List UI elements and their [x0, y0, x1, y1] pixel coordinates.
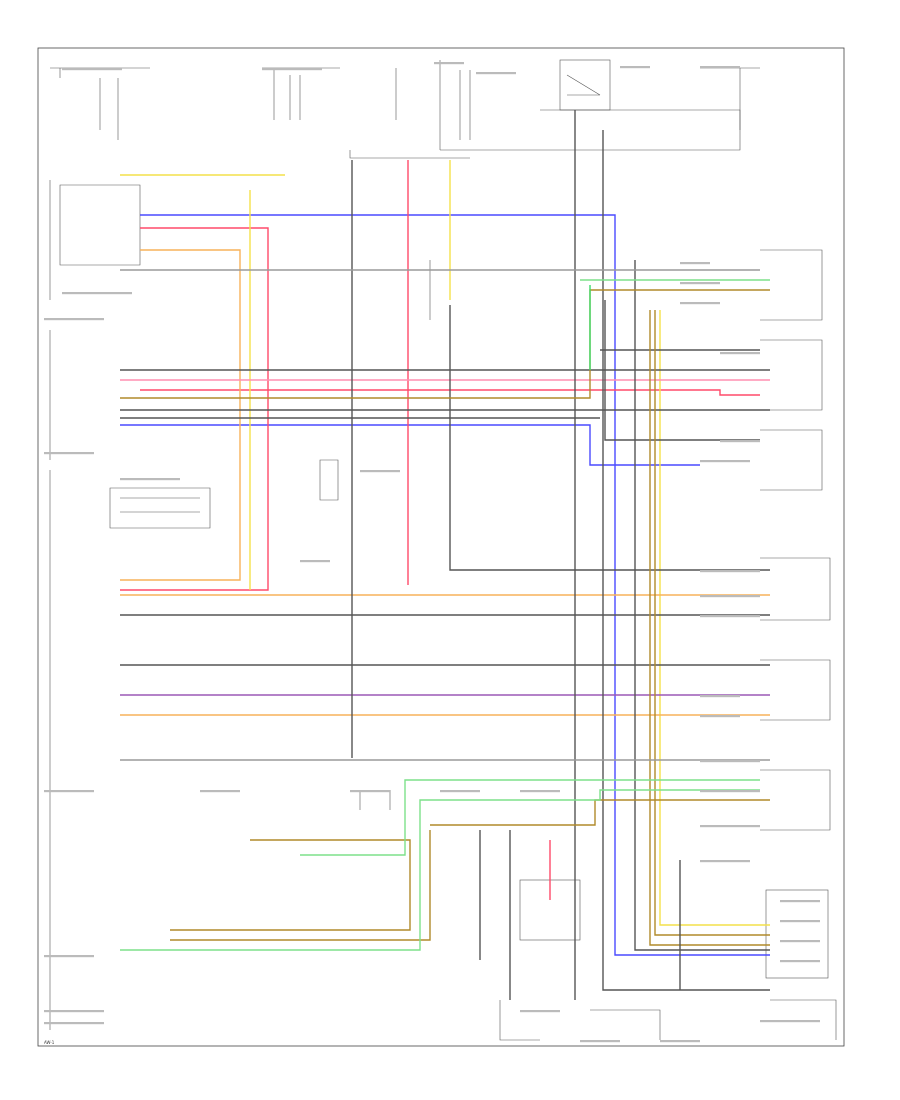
footer-code: AW-1 [44, 1040, 55, 1045]
label-placeholder-25 [700, 825, 760, 828]
label-placeholder-4 [620, 66, 650, 69]
label-placeholder-17 [700, 460, 750, 463]
label-placeholder-15 [720, 352, 760, 355]
label-placeholder-22 [700, 715, 740, 718]
label-placeholder-12 [680, 262, 710, 265]
label-placeholder-19 [700, 595, 760, 598]
wire-blk_wht-20 [602, 130, 770, 991]
wire-brown-28 [170, 830, 431, 941]
wire-yellow-7 [659, 310, 770, 926]
label-placeholder-36 [350, 790, 390, 793]
label-placeholder-28 [780, 920, 820, 923]
label-placeholder-35 [200, 790, 240, 793]
label-placeholder-21 [700, 695, 740, 698]
label-placeholder-14 [680, 302, 720, 305]
label-placeholder-20 [700, 615, 760, 618]
label-placeholder-40 [580, 1040, 620, 1043]
label-placeholder-10 [300, 560, 330, 563]
label-placeholder-31 [44, 790, 94, 793]
label-placeholder-16 [720, 440, 760, 443]
label-placeholder-11 [360, 470, 400, 473]
wire-brown-26 [430, 799, 770, 826]
label-placeholder-9 [120, 478, 180, 481]
label-placeholder-0 [62, 68, 122, 71]
label-placeholder-38 [520, 790, 560, 793]
label-placeholder-13 [680, 282, 720, 285]
wire-blk_wht-37 [479, 830, 511, 1000]
label-placeholder-33 [44, 1010, 104, 1013]
label-placeholder-6 [62, 292, 132, 295]
left-modules [49, 180, 431, 1030]
wire-red-2 [120, 227, 269, 591]
right-switches [760, 249, 837, 1040]
label-placeholder-32 [44, 955, 94, 958]
wire-lt_green-31 [300, 779, 760, 856]
label-placeholder-42 [760, 1020, 820, 1023]
wire-lt_green-32 [120, 789, 760, 951]
wire-brown-25 [654, 310, 770, 936]
label-placeholder-23 [700, 760, 760, 763]
wire-brown-24 [120, 289, 770, 399]
label-placeholder-24 [700, 790, 760, 793]
wire-yellow-5 [120, 174, 285, 590]
wire-blue-0 [140, 214, 770, 956]
wire-blue-1 [120, 424, 700, 466]
wire-blk_wht-21 [600, 300, 760, 441]
label-placeholder-41 [660, 1040, 700, 1043]
label-placeholder-37 [440, 790, 480, 793]
diagram-frame [37, 47, 845, 1047]
top-fuse-boxes [50, 59, 760, 159]
wires-layer [120, 110, 770, 1000]
label-placeholder-39 [520, 1010, 560, 1013]
label-placeholder-8 [44, 452, 94, 455]
label-placeholder-1 [262, 68, 322, 71]
labels-layer [44, 62, 820, 1043]
label-placeholder-2 [434, 62, 464, 65]
label-placeholder-3 [476, 72, 516, 75]
label-placeholder-27 [780, 900, 820, 903]
wire-brown-27 [170, 839, 411, 931]
label-placeholder-26 [700, 860, 750, 863]
wire-orange-8 [120, 249, 241, 581]
label-placeholder-30 [780, 960, 820, 963]
label-placeholder-5 [700, 66, 740, 69]
wire-blk_wht-23 [634, 260, 770, 951]
wire-blk_wht-22 [449, 305, 770, 571]
label-placeholder-7 [44, 318, 104, 321]
label-placeholder-18 [700, 570, 760, 573]
label-placeholder-34 [44, 1022, 104, 1025]
wire-red-3 [140, 389, 760, 396]
label-placeholder-29 [780, 940, 820, 943]
wire-brown-29 [649, 310, 770, 946]
